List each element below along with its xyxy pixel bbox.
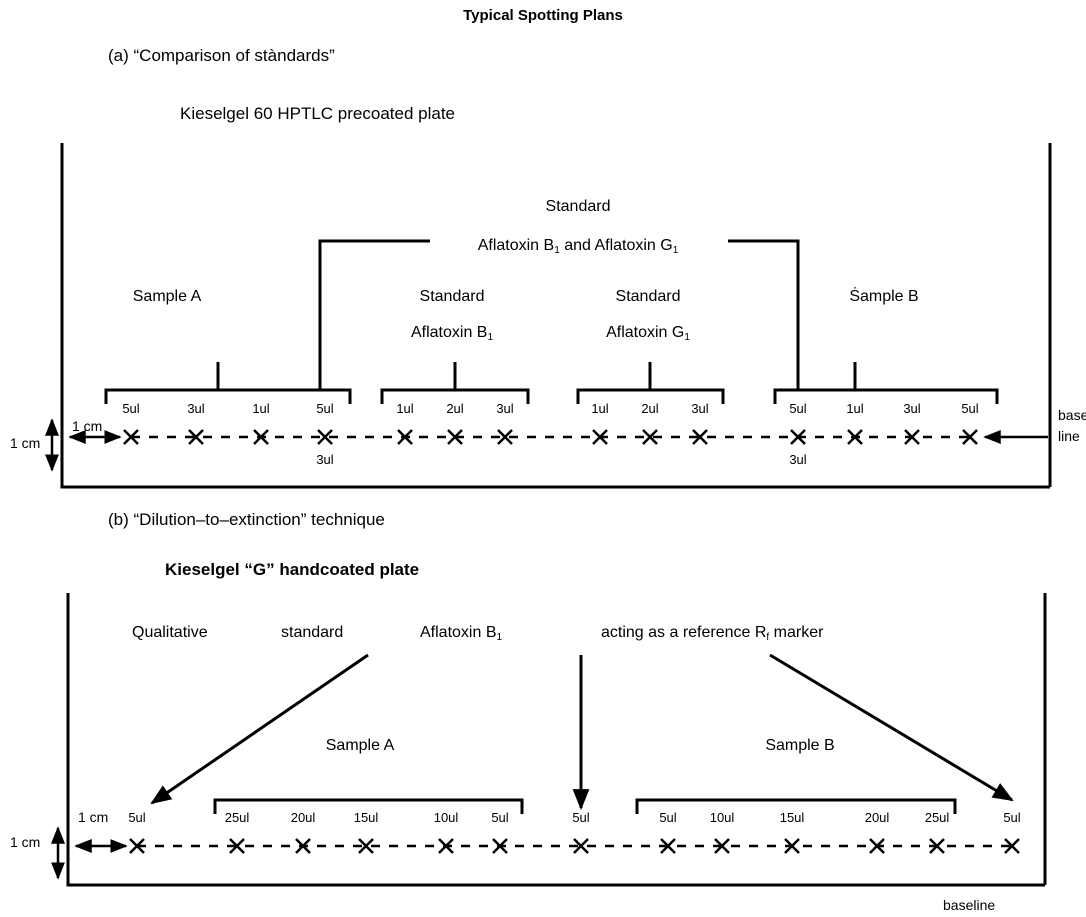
panel-a-group-label-standard-g-line2: Aflatoxin G1	[606, 324, 690, 343]
panel-b-annotation-word-qualitative: Qualitative	[132, 624, 208, 641]
panel-a-baseline-label-line1: base	[1058, 407, 1086, 423]
panel-a-plate-outline	[60, 143, 1052, 489]
panel-b-group-label-sample-b: Sample B	[765, 737, 835, 754]
panel-b-arrow-to-right-marker	[769, 653, 1014, 802]
panel-b-spot-volume-12: 5ul	[1003, 810, 1021, 825]
panel-b-spot-volume-11: 25ul	[924, 810, 950, 825]
panel-a-spot-volume-under-3: 3ul	[316, 452, 334, 467]
panel-b-bracket-1	[635, 798, 957, 814]
panel-a-spot-volume-1: 3ul	[187, 401, 205, 416]
panel-b-annotation-arrows	[150, 653, 1014, 811]
panel-a-cm-horizontal-label: 1 cm	[72, 418, 103, 434]
panel-a-spot-volume-under-10: 3ul	[789, 452, 807, 467]
panel-b-spot-mark-4	[438, 838, 454, 854]
panel-a-bracket-0	[104, 388, 352, 404]
panel-a-standard-subheading: Aflatoxin B1 and Aflatoxin G1	[477, 237, 679, 256]
panel-b-spot-volume-0: 5ul	[128, 810, 146, 825]
panel-b-spot-mark-0	[129, 838, 145, 854]
panel-a-group-label-standard-b-line2: Aflatoxin B1	[410, 324, 494, 343]
panel-a-spot-volume-3: 5ul	[316, 401, 334, 416]
panel-b-spot-volume-10: 20ul	[864, 810, 890, 825]
panel-a-spot-mark-8	[642, 429, 658, 445]
panel-a-spot-mark-5	[447, 429, 463, 445]
panel-b-spot-mark-5	[492, 838, 508, 854]
panel-b-cm-vertical-label: 1 cm	[10, 834, 41, 850]
panel-b-annotation-word-standard: standard	[281, 624, 344, 641]
panel-b-spot-volume-2: 20ul	[290, 810, 316, 825]
panel-a-spot-mark-3	[317, 429, 333, 445]
panel-b-baseline-label: baseline	[943, 897, 996, 913]
panel-b-spot-mark-12	[1004, 838, 1020, 854]
panel-a-baseline-label-line2: line	[1058, 428, 1080, 444]
panel-a-spot-volume-4: 1ul	[396, 401, 414, 416]
panel-b-measure-arrows	[51, 826, 128, 880]
panel-a-spot-volume-9: 3ul	[691, 401, 709, 416]
panel-b-bracket-0	[213, 798, 524, 814]
panel-a-bracket-3	[773, 388, 999, 404]
panel-a-group-label-standard-b-line1: Standard	[419, 288, 485, 305]
figure-title: Typical Spotting Plans	[463, 7, 623, 24]
panel-a-spot-volume-13: 5ul	[961, 401, 979, 416]
panel-a-spot-mark-11	[847, 429, 863, 445]
panel-b-spot-volume-4: 10ul	[433, 810, 459, 825]
panel-a-spot-mark-10	[790, 429, 806, 445]
panel-a-spot-volume-12: 3ul	[903, 401, 921, 416]
panel-a-caption: (a) “Comparison of stàndards”	[108, 46, 335, 65]
panel-a-group-label-sample-a: Sample A	[132, 288, 202, 305]
panel-a-spot-mark-9	[692, 429, 708, 445]
panel-a-spot-volume-8: 2ul	[641, 401, 659, 416]
panel-b-spot-volume-3: 15ul	[353, 810, 379, 825]
panel-b-spot-volume-6: 5ul	[572, 810, 590, 825]
panel-b-spot-volume-8: 10ul	[709, 810, 735, 825]
panel-b-spot-mark-3	[358, 838, 374, 854]
panel-a-spot-mark-13	[962, 429, 978, 445]
panel-b-spot-volume-1: 25ul	[224, 810, 250, 825]
panel-b-caption: (b) “Dilution–to–extinction” technique	[108, 510, 385, 529]
panel-b-spot-mark-11	[929, 838, 945, 854]
panel-a-standard-bracket	[318, 239, 800, 390]
panel-b-spot-mark-1	[229, 838, 245, 854]
panel-a-spot-volume-6: 3ul	[496, 401, 514, 416]
panel-a-plate-label: Kieselgel 60 HPTLC precoated plate	[180, 104, 455, 123]
panel-b-plate-outline	[66, 593, 1047, 887]
panel-b-spot-volume-5: 5ul	[491, 810, 509, 825]
panel-b-spot-mark-10	[869, 838, 885, 854]
panel-b-group-label-sample-a: Sample A	[325, 737, 395, 754]
panel-b-arrow-to-qualitative-standard	[150, 653, 369, 805]
panel-a-spot-mark-2	[253, 429, 269, 445]
panel-b-group-brackets	[213, 798, 957, 814]
panel-a-baseline	[123, 429, 978, 445]
panel-b-baseline	[129, 838, 1020, 854]
panel-b-spot-mark-2	[295, 838, 311, 854]
panel-a-spot-mark-4	[397, 429, 413, 445]
panel-a-group-label-sample-b: Ṡample B	[849, 288, 919, 305]
panel-a-group-brackets	[104, 362, 999, 404]
panel-a-group-label-standard-g-line1: Standard	[615, 288, 681, 305]
panel-a-spot-mark-12	[904, 429, 920, 445]
panel-b-cm-horizontal-label: 1 cm	[78, 809, 109, 825]
panel-a-spot-mark-1	[188, 429, 204, 445]
panel-a-spot-volume-0: 5ul	[122, 401, 140, 416]
panel-b-annotation-word-aflatoxin-b1: Aflatoxin B1	[420, 624, 503, 643]
panel-b-spot-mark-7	[660, 838, 676, 854]
panel-a-standard-heading: Standard	[545, 198, 611, 215]
panel-b-spot-volume-7: 5ul	[659, 810, 677, 825]
panel-b-spot-volume-9: 15ul	[779, 810, 805, 825]
panel-a-spot-mark-7	[592, 429, 608, 445]
panel-a-spot-mark-0	[123, 429, 139, 445]
panel-a-spot-volume-5: 2ul	[446, 401, 464, 416]
panel-b-annotation-word-reference-marker: acting as a reference Rf marker	[601, 624, 824, 643]
panel-a-spot-volume-11: 1ul	[846, 401, 864, 416]
panel-b-spot-mark-6	[573, 838, 589, 854]
panel-a-spot-mark-6	[497, 429, 513, 445]
panel-a-spot-volume-7: 1ul	[591, 401, 609, 416]
panel-b-spot-mark-9	[784, 838, 800, 854]
panel-a-cm-vertical-label: 1 cm	[10, 435, 41, 451]
panel-a-measure-arrows	[45, 418, 1048, 472]
panel-a-spot-volume-10: 5ul	[789, 401, 807, 416]
panel-b-spot-mark-8	[714, 838, 730, 854]
panel-a-spot-volume-2: 1ul	[252, 401, 270, 416]
panel-b-plate-label: Kieselgel “G” handcoated plate	[165, 560, 420, 579]
